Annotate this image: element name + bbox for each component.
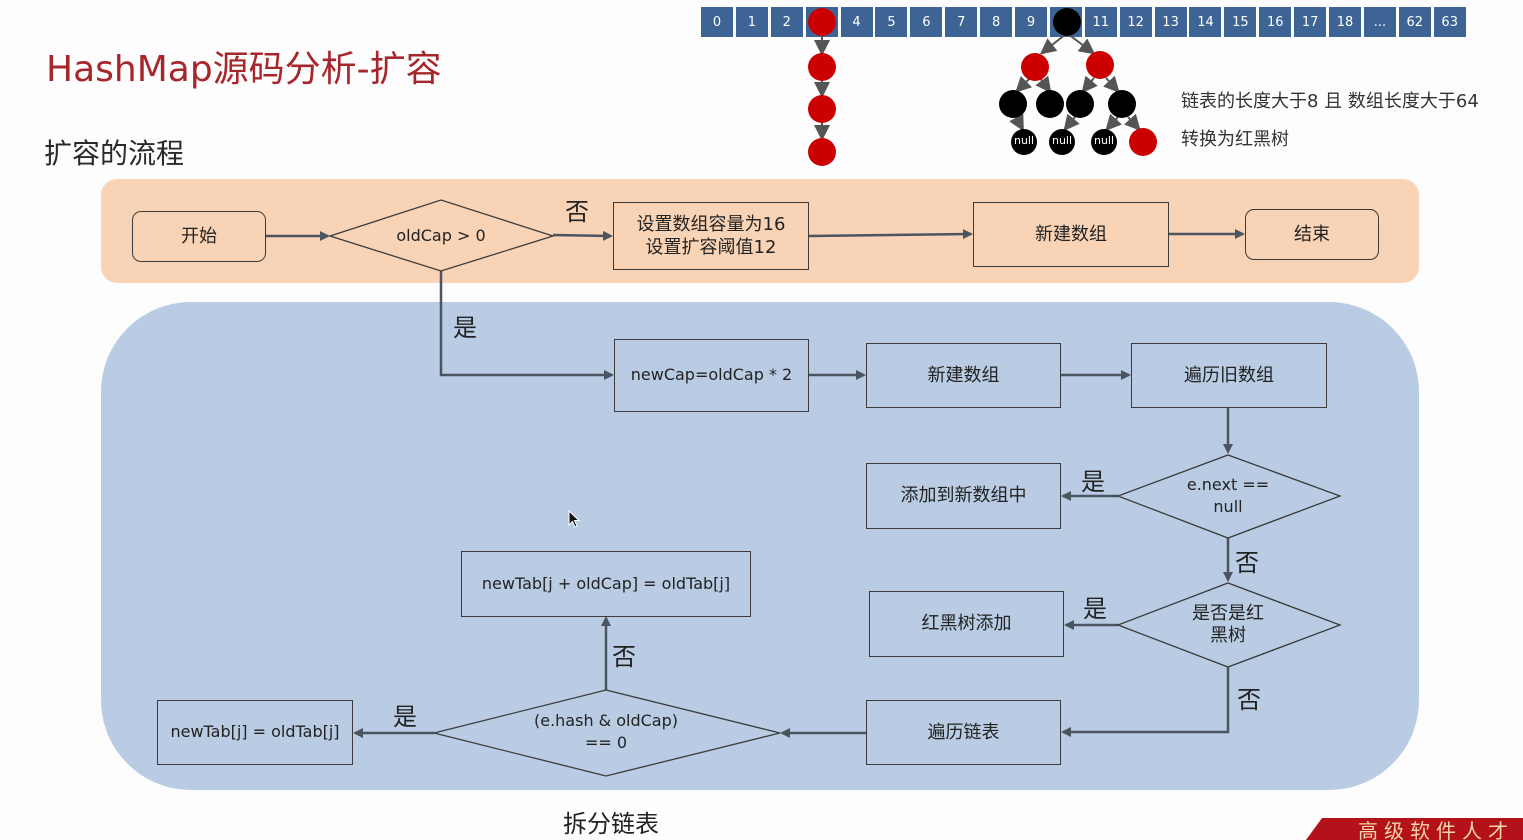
array-cell: 18 [1329, 7, 1362, 37]
tree-node-null [1049, 129, 1075, 155]
end-node: 结束 [1245, 209, 1379, 260]
tree-node-red [1129, 128, 1157, 156]
decision-next-line1: e.next == [1186, 474, 1270, 494]
array-cell: 5 [875, 7, 908, 37]
array-cell: 17 [1294, 7, 1327, 37]
null-label: null [1093, 134, 1115, 147]
decision-hash: (e.hash & oldCap) == 0 [500, 708, 712, 756]
tree-node-null [1011, 129, 1037, 155]
list-node-red [808, 138, 836, 166]
new-array-box: 新建数组 [866, 343, 1061, 408]
decision-next-line2: null [1213, 497, 1243, 516]
no-label: 否 [1235, 549, 1259, 577]
decision-tree-line2: 黑树 [1210, 625, 1246, 646]
decision-tree-line1: 是否是红 [1192, 602, 1264, 624]
null-label: null [1013, 134, 1035, 147]
iterate-list-box: 遍历链表 [866, 700, 1061, 765]
no-label: 否 [565, 198, 589, 226]
array-cell: ... [1363, 7, 1396, 37]
tree-node-black [1108, 90, 1136, 118]
list-node-red [808, 53, 836, 81]
linked-list-illustration [808, 8, 836, 166]
decision-next-null: e.next == null [1168, 472, 1288, 520]
iterate-old-array-box: 遍历旧数组 [1131, 343, 1327, 408]
init-line2: 设置扩容阈值12 [645, 237, 777, 258]
init-line1: 设置数组容量为16 [636, 213, 786, 235]
split-list-caption: 拆分链表 [563, 810, 659, 838]
mouse-cursor-icon [568, 510, 581, 528]
list-node-red [808, 8, 836, 36]
array-cell: 13 [1154, 7, 1187, 37]
array-cell: 8 [980, 7, 1013, 37]
newcap-box: newCap=oldCap * 2 [614, 339, 809, 412]
list-node-red [808, 95, 836, 123]
array-cell: 7 [945, 7, 978, 37]
yes-label: 是 [393, 703, 417, 731]
decision-oldcap-shape [327, 199, 556, 272]
treeify-note-line2: 转换为红黑树 [1181, 129, 1289, 150]
arrow-no-to-iterate-list [1061, 667, 1230, 737]
null-label: null [1051, 134, 1073, 147]
tree-node-black [999, 90, 1027, 118]
decision-tree-shape [1116, 582, 1342, 668]
tree-node-black [1036, 90, 1064, 118]
arrow-no-to-init [552, 230, 613, 241]
array-cell: 63 [1433, 7, 1466, 37]
no-label: 否 [1237, 686, 1261, 714]
yes-label: 是 [1083, 595, 1107, 623]
array-cell: 6 [910, 7, 943, 37]
array-cell: 2 [770, 7, 803, 37]
page-title: HashMap源码分析-扩容 [46, 49, 442, 90]
red-black-tree-illustration [999, 8, 1157, 156]
arrow-init-to-newarray [808, 229, 973, 240]
decision-hash-shape [433, 689, 781, 777]
section-subtitle: 扩容的流程 [44, 137, 185, 170]
tree-add-box: 红黑树添加 [869, 591, 1064, 657]
init-capacity-box: 设置数组容量为16 设置扩容阈值12 [613, 202, 809, 270]
resize-branch-panel [101, 302, 1419, 790]
treeify-note-line1: 链表的长度大于8 且 数组长度大于64 [1181, 91, 1479, 112]
decision-is-tree: 是否是红 黑树 [1168, 601, 1288, 649]
arrow-yes-to-newcap [439, 271, 614, 380]
decision-next-shape [1116, 454, 1342, 539]
decision-hash-line1: (e.hash & oldCap) [533, 710, 678, 730]
tree-node-black [1066, 90, 1094, 118]
decision-hash-line2: == 0 [584, 733, 628, 752]
yes-label: 是 [1081, 468, 1105, 496]
array-cell: 0 [701, 7, 733, 37]
array-cell: 4 [840, 7, 873, 37]
array-cell: 62 [1398, 7, 1431, 37]
array-cell: 15 [1224, 7, 1257, 37]
yes-label: 是 [453, 314, 477, 342]
tree-node-null [1091, 129, 1117, 155]
array-cell: 9 [1015, 7, 1048, 37]
array-cell: 16 [1259, 7, 1292, 37]
array-cell: 12 [1119, 7, 1152, 37]
no-label: 否 [612, 643, 636, 671]
brand-banner: 高级软件人才 [1306, 818, 1523, 840]
assign-low-box: newTab[j] = oldTab[j] [157, 700, 353, 765]
tree-node-black [1053, 8, 1081, 36]
decision-oldcap: oldCap > 0 [396, 225, 486, 245]
start-node: 开始 [132, 211, 266, 262]
tree-node-red [1021, 53, 1049, 81]
add-to-new-array-box: 添加到新数组中 [866, 463, 1061, 529]
array-cell: 14 [1189, 7, 1222, 37]
assign-high-box: newTab[j + oldCap] = oldTab[j] [461, 551, 751, 617]
array-cell: 1 [735, 7, 768, 37]
new-array-top-box: 新建数组 [973, 202, 1169, 267]
array-cell: 11 [1084, 7, 1117, 37]
array-cells: 0 1 2 4 5 6 7 8 9 11 12 13 14 15 16 17 1… [701, 7, 1469, 37]
tree-node-red [1086, 51, 1114, 79]
